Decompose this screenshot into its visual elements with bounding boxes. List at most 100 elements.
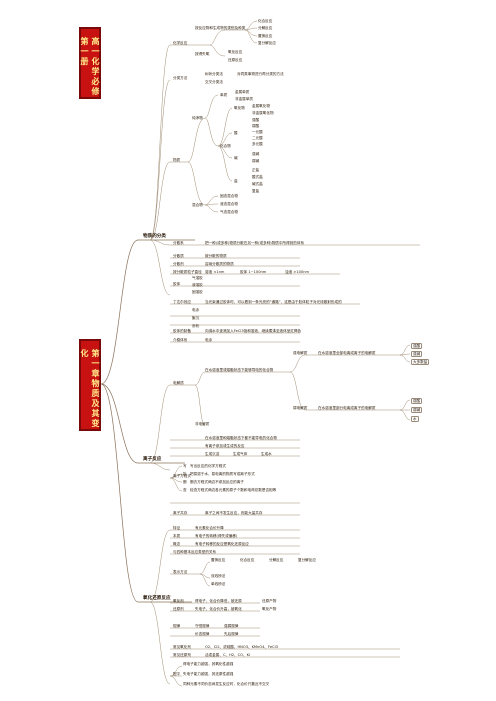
compound-group: 氧化物 [234, 106, 245, 110]
law-node: 规律 [173, 624, 181, 628]
strong-item: 强碱 [411, 351, 423, 357]
tyndall-desc: 当光束通过胶体时，可以看到一条光亮的“通路”，这是由于胶体粒子对光线散射形成的 [205, 300, 342, 304]
reduction-product: 还原产物 [262, 599, 277, 603]
repr-item: 双线桥法 [211, 574, 226, 578]
salt-item: 碱式盐 [252, 182, 263, 186]
acid-item: 强酸 [252, 118, 260, 122]
colloid-kind: 固溶胶 [192, 290, 203, 294]
chapter-title-top: 高一化学必修第一册 [79, 27, 101, 99]
condition: 生成气体 [233, 452, 248, 456]
disp-row-value: 胶体 1~100nm [240, 270, 267, 274]
disp-row2: 电泳 [205, 338, 213, 342]
prep-desc: 向沸水中逐滴加入FeCl3饱和溶液，继续煮沸至液体呈红褐色 [205, 329, 302, 333]
element-item: 金属单质 [235, 90, 250, 94]
step-desc: 删去方程式两边不参加反应的离子 [190, 480, 244, 484]
law-item: 守恒规律 [195, 624, 210, 628]
section-title-redox: 氧化还原反应 [143, 596, 171, 601]
section-title-ionic-reaction: 离子反应 [143, 457, 162, 462]
note: 同种元素不同价态间发生反应时，化合价只靠近不交叉 [183, 682, 270, 686]
disp-row-label: 按分散质粒子直径 [173, 270, 202, 274]
weak-item: 弱酸 [411, 398, 423, 404]
reaction-group-2: 按得失氧 [195, 52, 210, 56]
step-desc: 写出反应的化学方程式 [190, 464, 226, 468]
colloid-node: 胶体 [173, 282, 181, 286]
classify-method-node: 分类方法 [173, 76, 188, 80]
feature-node: 特征 [173, 526, 181, 530]
disp-row-value: 溶液 <1nm [205, 270, 225, 274]
base-item: 强碱 [252, 152, 260, 156]
coexist-desc: 离子之间不发生反应，则能大量共存 [205, 511, 263, 515]
essence-node: 本质 [173, 534, 181, 538]
oxidation-product: 氧化产物 [262, 607, 277, 611]
ion-reaction-def: 有离子参加或生成的反应 [205, 444, 245, 448]
balance-node: 配平 [173, 672, 181, 676]
nonelectrolyte-node: 非电解质 [195, 422, 210, 426]
disp-row-label: 分散剂 [173, 262, 184, 266]
electrolyte-node: 电解质 [173, 381, 184, 385]
salt-item: 正盐 [252, 168, 260, 172]
colloid-prop: 电泳 [192, 308, 200, 312]
disp-row-label: 分散质 [173, 254, 184, 258]
element-item: 非金属单质 [235, 97, 253, 101]
compound-group: 碱 [234, 156, 238, 160]
oxidant-node: 氧化剂 [173, 599, 184, 603]
electrolyte-def: 在水溶液里或熔融状态下能够导电的化合物 [205, 368, 274, 372]
disp-row-value: 容纳分散质的物质 [205, 262, 234, 266]
ionic-eq-node: 离子方程式 [173, 474, 191, 478]
reductant-list: 活泼金属、C、H2、CO、KI [205, 653, 251, 657]
compound-node: 化合物 [220, 144, 231, 148]
reaction-item: 还原反应 [228, 58, 243, 62]
oxide-item: 非金属氧化物 [252, 111, 274, 115]
law-item: 强弱规律 [224, 624, 239, 628]
write-step: 查 [183, 488, 187, 492]
weak-item: 水 [411, 416, 419, 422]
acid-item: 弱酸 [252, 124, 260, 128]
step-desc: 把易溶于水、易电离的物质写成离子形式 [190, 472, 255, 476]
oxide-item: 金属氧化物 [252, 104, 270, 108]
method-item: 树状分类法 [205, 72, 223, 76]
method-item: 交叉分类法 [205, 80, 223, 84]
element-node: 单质 [220, 93, 228, 97]
relation-item: 分解反应 [269, 558, 284, 562]
write-step: 删 [183, 480, 187, 484]
chapter-title: 第一章物质及其变化 [80, 349, 100, 429]
essence-desc: 有电子的转移(得失或偏移) [195, 534, 238, 538]
write-step: 写 [183, 464, 187, 468]
strong-item: 强酸 [411, 343, 423, 349]
oxidant-list: O2、Cl2、浓硫酸、HNO3、KMnO4、FeCl3 [205, 645, 278, 649]
reaction-item: 置换反应 [258, 34, 273, 38]
disp-row-value: 被分散的物质 [205, 254, 227, 258]
compound-group: 酸 [234, 131, 238, 135]
def-node: 概念 [173, 542, 181, 546]
note: 失电子能力越强，其还原性越强 [183, 672, 234, 676]
reductant-node: 还原剂 [173, 607, 184, 611]
acid-item: 二元酸 [252, 136, 263, 140]
common-reductant-node: 常见还原剂 [173, 653, 191, 657]
reaction-item: 氧化反应 [228, 50, 243, 54]
weak-desc: 在水溶液里部分电离成离子的电解质 [318, 406, 376, 410]
reaction-group-1: 按反应物和生成物的类别及种类 [195, 26, 246, 30]
pure-node: 纯净物 [192, 116, 203, 120]
salt-item: 复盐 [252, 189, 260, 193]
law-item: 价态规律 [195, 632, 210, 636]
colloid-prop: 丁达尔效应 [173, 300, 191, 304]
condition: 生成沉淀 [205, 452, 220, 456]
disp-row-value: 浊液 >100nm [285, 270, 309, 274]
reductant-desc: 失电子，化合价升高，被氧化 [195, 607, 242, 611]
feature-desc: 有元素化合价升降 [195, 526, 224, 530]
reaction-item: 分解反应 [258, 26, 273, 30]
oxidant-desc: 得电子，化合价降低，被还原 [195, 599, 242, 603]
dispersion-node: 分散系 [173, 241, 184, 245]
weak-electrolyte: 弱电解质 [293, 406, 308, 410]
compound-group: 盐 [234, 179, 238, 183]
salt-item: 酸式盐 [252, 175, 263, 179]
write-step: 拆 [183, 472, 187, 476]
strong-desc: 在水溶液里全部电离成离子的电解质 [318, 351, 376, 355]
mixture-item: 气态混合物 [220, 210, 238, 214]
book-title: 高一化学必修第一册 [80, 37, 100, 97]
relation-title: 与四种基本反应类型的关系 [173, 550, 217, 554]
mixture-item: 液态混合物 [220, 202, 238, 206]
condition: 生成水 [261, 452, 272, 456]
